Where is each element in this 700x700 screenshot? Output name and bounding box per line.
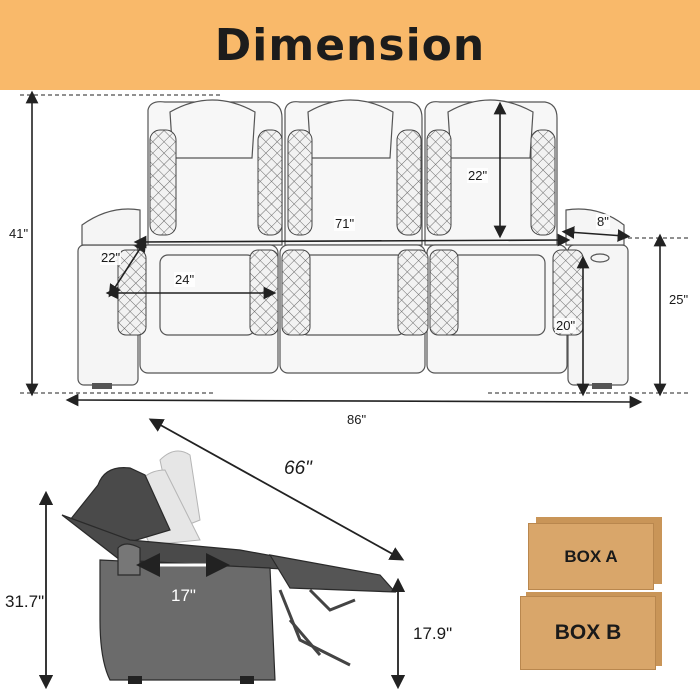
- recliner-side-illustration: [38, 418, 406, 690]
- box-a: BOX A: [528, 523, 654, 590]
- label-footrest-height: 17.9": [413, 624, 453, 643]
- label-inner-width: 71": [334, 216, 356, 231]
- label-armrest-width: 8": [596, 214, 610, 229]
- label-extended-length: 66": [284, 458, 312, 479]
- label-recliner-height: 31.7": [5, 592, 45, 611]
- label-back-height: 22": [467, 168, 489, 183]
- page-title: Dimension: [214, 19, 486, 71]
- box-b-label: BOX B: [554, 621, 622, 644]
- label-seat-depth: 22": [100, 250, 122, 265]
- label-total-width: 86": [346, 412, 368, 427]
- label-seat-width: 24": [174, 272, 196, 287]
- box-b: BOX B: [520, 596, 656, 670]
- box-a-label: BOX A: [564, 546, 618, 566]
- label-armrest-gap: 17": [171, 586, 196, 605]
- label-arm-height: 25": [668, 292, 690, 307]
- label-overall-height: 41": [8, 226, 30, 241]
- title-banner: Dimension: [0, 0, 700, 90]
- label-seat-height: 20": [555, 318, 577, 333]
